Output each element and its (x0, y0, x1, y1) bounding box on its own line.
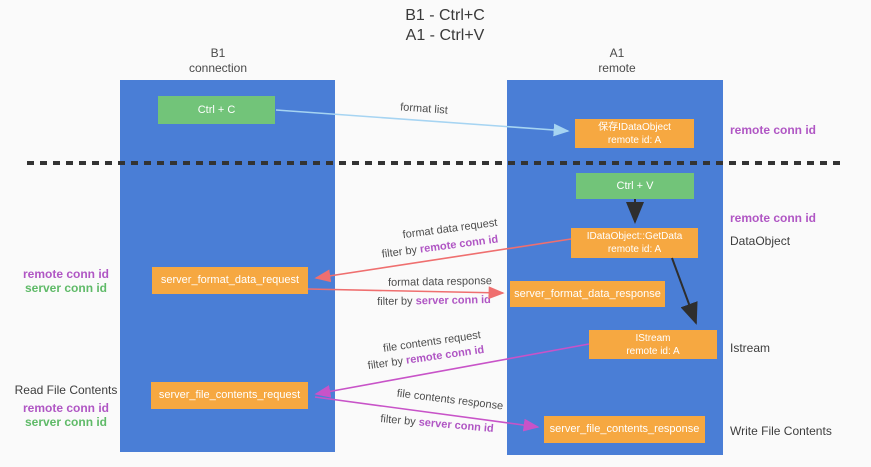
label-istream: Istream (730, 341, 771, 355)
filter-by-text: filter by (367, 354, 407, 373)
label-remote-conn-id-right-1: remote conn id (730, 123, 817, 137)
label-remote-conn-id-left-2: remote conn id (22, 401, 109, 415)
arrow-format-data-response (307, 286, 505, 300)
node-server-format-data-response-label: server_format_data_response (514, 287, 661, 300)
node-idataobject-getdata: IDataObject::GetData remote id: A (571, 228, 698, 258)
filter-by-text: filter by (381, 243, 421, 261)
label-remote-conn-id-left-1: remote conn id (22, 267, 109, 281)
server-conn-id-emphasis: server conn id (415, 294, 491, 308)
label-group-left-format: remote conn id server conn id (14, 267, 118, 296)
diagram-title: B1 - Ctrl+C A1 - Ctrl+V (405, 6, 485, 46)
label-file-contents-response: file contents response (396, 387, 504, 413)
node-server-format-data-request: server_format_data_request (152, 267, 308, 294)
label-dataobject: DataObject (730, 234, 791, 248)
header-b1-name: B1 (210, 46, 226, 60)
node-istream-line1: IStream (635, 332, 671, 344)
header-b1-connection: B1 connection (148, 46, 288, 76)
node-server-format-data-response: server_format_data_response (510, 281, 665, 307)
label-format-list: format list (399, 101, 449, 117)
label-server-conn-id-left-1: server conn id (24, 281, 108, 296)
title-line-2: A1 - Ctrl+V (405, 27, 485, 44)
node-ctrl-c: Ctrl + C (158, 96, 275, 124)
node-server-file-contents-request-label: server_file_contents_request (158, 389, 301, 402)
node-idataobject-getdata-line2: remote id: A (607, 244, 662, 255)
label-read-file-contents: Read File Contents (14, 383, 118, 397)
label-group-left-file: Read File Contents remote conn id server… (14, 383, 118, 430)
node-server-file-contents-response: server_file_contents_response (544, 416, 705, 443)
filter-by-text: filter by (377, 295, 416, 308)
node-ctrl-v: Ctrl + V (576, 173, 694, 199)
node-server-file-contents-request: server_file_contents_request (151, 382, 308, 409)
label-filter-by-server-1: filter by server conn id (377, 294, 491, 308)
label-server-conn-id-left-2: server conn id (24, 415, 108, 430)
node-ctrl-c-label: Ctrl + C (197, 103, 236, 116)
server-conn-id-emphasis: server conn id (418, 416, 495, 435)
node-istream: IStream remote id: A (589, 330, 717, 359)
header-b1-role: connection (188, 61, 248, 75)
header-a1-name: A1 (609, 46, 625, 60)
node-server-file-contents-response-label: server_file_contents_response (549, 423, 700, 436)
label-filter-by-remote-1: filter by remote conn id (381, 233, 499, 260)
node-save-idataobject: 保存IDataObject remote id: A (575, 119, 694, 148)
label-filter-by-server-2: filter by server conn id (380, 413, 494, 435)
label-remote-conn-id-right-2: remote conn id (730, 211, 817, 225)
filter-by-text: filter by (379, 413, 420, 429)
node-istream-line2: remote id: A (626, 345, 680, 357)
header-a1-role: remote (598, 61, 636, 75)
node-save-idataobject-line1: 保存IDataObject (598, 121, 671, 133)
title-line-1: B1 - Ctrl+C (405, 7, 485, 24)
label-format-data-response: format data response (387, 275, 493, 289)
node-idataobject-getdata-line1: IDataObject::GetData (586, 231, 683, 242)
node-save-idataobject-line2: remote id: A (607, 134, 662, 146)
node-server-format-data-request-label: server_format_data_request (160, 274, 300, 287)
node-ctrl-v-label: Ctrl + V (616, 179, 654, 192)
header-a1-remote: A1 remote (547, 46, 687, 76)
label-write-file-contents: Write File Contents (730, 424, 832, 438)
